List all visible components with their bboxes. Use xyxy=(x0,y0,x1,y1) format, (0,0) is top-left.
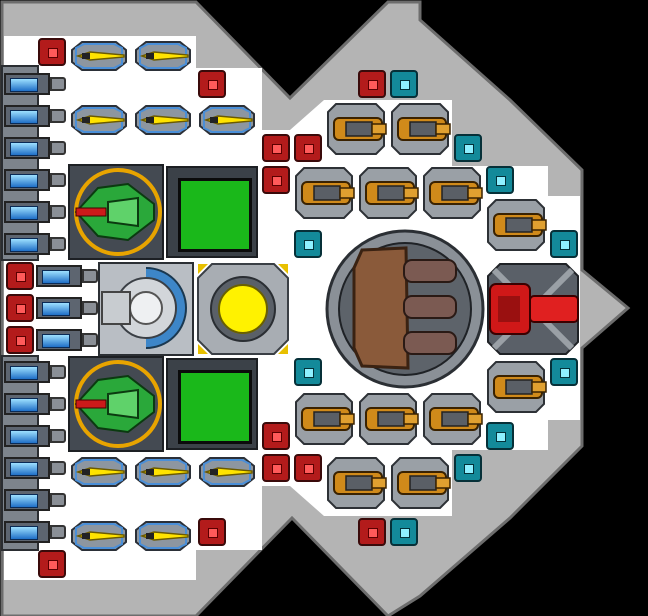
turret-cluster-bottom xyxy=(295,361,547,509)
shield-node-icon[interactable] xyxy=(390,70,418,98)
shield-node-icon[interactable] xyxy=(454,134,482,162)
heavy-armor-icon[interactable] xyxy=(6,262,34,290)
autocannon-turret-icon[interactable] xyxy=(295,167,355,219)
thruster-icon[interactable] xyxy=(4,166,66,194)
heavy-armor-icon[interactable] xyxy=(262,166,290,194)
shield-node-icon[interactable] xyxy=(550,358,578,386)
thruster-icon[interactable] xyxy=(4,358,66,386)
shield-node-icon[interactable] xyxy=(550,230,578,258)
shield-node-icon[interactable] xyxy=(454,454,482,482)
autocannon-turret-icon[interactable] xyxy=(423,167,483,219)
laser-gun-icon[interactable] xyxy=(71,521,127,551)
heavy-armor-icon[interactable] xyxy=(294,134,322,162)
left-hull-strip xyxy=(1,65,39,551)
laser-gun-icon[interactable] xyxy=(135,457,191,487)
shield-node-icon[interactable] xyxy=(294,358,322,386)
shield-node-icon[interactable] xyxy=(486,422,514,450)
autocannon-turret-icon[interactable] xyxy=(487,199,547,251)
laser-gun-icon[interactable] xyxy=(199,105,255,135)
thruster-icon[interactable] xyxy=(36,294,98,322)
heavy-cannon-icon[interactable] xyxy=(324,228,486,390)
heavy-armor-icon[interactable] xyxy=(198,518,226,546)
autocannon-turret-icon[interactable] xyxy=(327,457,387,509)
laser-gun-icon[interactable] xyxy=(71,105,127,135)
laser-gun-icon[interactable] xyxy=(135,105,191,135)
heavy-armor-icon[interactable] xyxy=(262,422,290,450)
autocannon-turret-icon[interactable] xyxy=(391,457,451,509)
gun-cluster-top xyxy=(71,41,255,135)
thruster-icon[interactable] xyxy=(4,198,66,226)
shield-node-icon[interactable] xyxy=(486,166,514,194)
laser-gun-icon[interactable] xyxy=(135,41,191,71)
heavy-armor-icon[interactable] xyxy=(358,518,386,546)
thruster-icon[interactable] xyxy=(4,518,66,546)
autocannon-turret-icon[interactable] xyxy=(295,393,355,445)
gun-cluster-bottom xyxy=(71,457,255,551)
thruster-icon[interactable] xyxy=(4,454,66,482)
autocannon-turret-icon[interactable] xyxy=(391,103,451,155)
thruster-icon[interactable] xyxy=(4,102,66,130)
heavy-armor-icon[interactable] xyxy=(262,454,290,482)
laser-gun-icon[interactable] xyxy=(199,457,255,487)
thruster-icon[interactable] xyxy=(4,230,66,258)
cargo-container-icon[interactable] xyxy=(166,358,258,450)
laser-gun-icon[interactable] xyxy=(71,457,127,487)
heavy-armor-icon[interactable] xyxy=(38,550,66,578)
fighter-bay-icon[interactable] xyxy=(68,356,164,452)
fighter-bay-icon[interactable] xyxy=(68,164,164,260)
plasma-cannon-icon[interactable] xyxy=(486,262,580,356)
thruster-icon[interactable] xyxy=(4,390,66,418)
heavy-armor-icon[interactable] xyxy=(38,38,66,66)
reactor-core-icon[interactable] xyxy=(196,262,290,356)
thruster-icon[interactable] xyxy=(4,70,66,98)
shield-node-icon[interactable] xyxy=(390,518,418,546)
heavy-armor-icon[interactable] xyxy=(358,70,386,98)
heavy-armor-icon[interactable] xyxy=(198,70,226,98)
autocannon-turret-icon[interactable] xyxy=(327,103,387,155)
cargo-container-icon[interactable] xyxy=(166,166,258,258)
thruster-icon[interactable] xyxy=(4,134,66,162)
autocannon-turret-icon[interactable] xyxy=(423,393,483,445)
gyroscope-icon[interactable] xyxy=(98,262,194,356)
autocannon-turret-icon[interactable] xyxy=(359,167,419,219)
laser-gun-icon[interactable] xyxy=(135,521,191,551)
thruster-icon[interactable] xyxy=(36,262,98,290)
autocannon-turret-icon[interactable] xyxy=(359,393,419,445)
autocannon-turret-icon[interactable] xyxy=(487,361,547,413)
thruster-icon[interactable] xyxy=(4,486,66,514)
thruster-icon[interactable] xyxy=(4,422,66,450)
heavy-armor-icon[interactable] xyxy=(6,294,34,322)
heavy-armor-icon[interactable] xyxy=(294,454,322,482)
heavy-armor-icon[interactable] xyxy=(6,326,34,354)
laser-gun-icon[interactable] xyxy=(71,41,127,71)
thruster-icon[interactable] xyxy=(36,326,98,354)
turret-cluster-top xyxy=(295,103,547,251)
heavy-armor-icon[interactable] xyxy=(262,134,290,162)
shield-node-icon[interactable] xyxy=(294,230,322,258)
